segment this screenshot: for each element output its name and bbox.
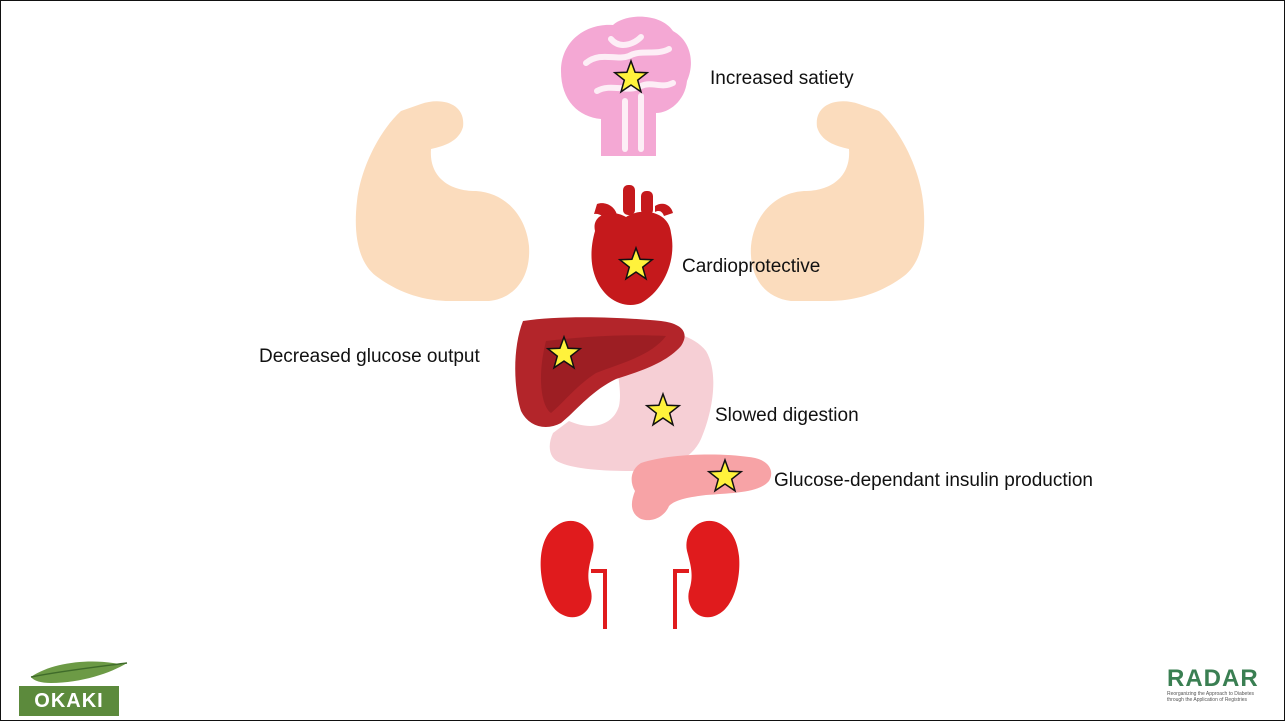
- kidneys: [541, 521, 740, 629]
- radar-logo-word: RADAR: [1167, 667, 1263, 691]
- left-arm-muscle: [356, 101, 529, 301]
- label-insulin-production: Glucose-dependant insulin production: [774, 468, 1093, 493]
- label-slowed-digestion: Slowed digestion: [715, 403, 859, 428]
- heart: [591, 185, 673, 305]
- okaki-logo: OKAKI: [19, 656, 119, 716]
- label-cardioprotective: Cardioprotective: [682, 254, 820, 279]
- label-decreased-glucose-output: Decreased glucose output: [259, 344, 489, 369]
- radar-logo-tagline: Reorganizing the Approach to Diabetes th…: [1167, 691, 1263, 703]
- okaki-logo-text: OKAKI: [19, 686, 119, 716]
- radar-logo: RADAR Reorganizing the Approach to Diabe…: [1167, 667, 1263, 703]
- pancreas: [632, 455, 772, 521]
- label-increased-satiety: Increased satiety: [710, 66, 854, 91]
